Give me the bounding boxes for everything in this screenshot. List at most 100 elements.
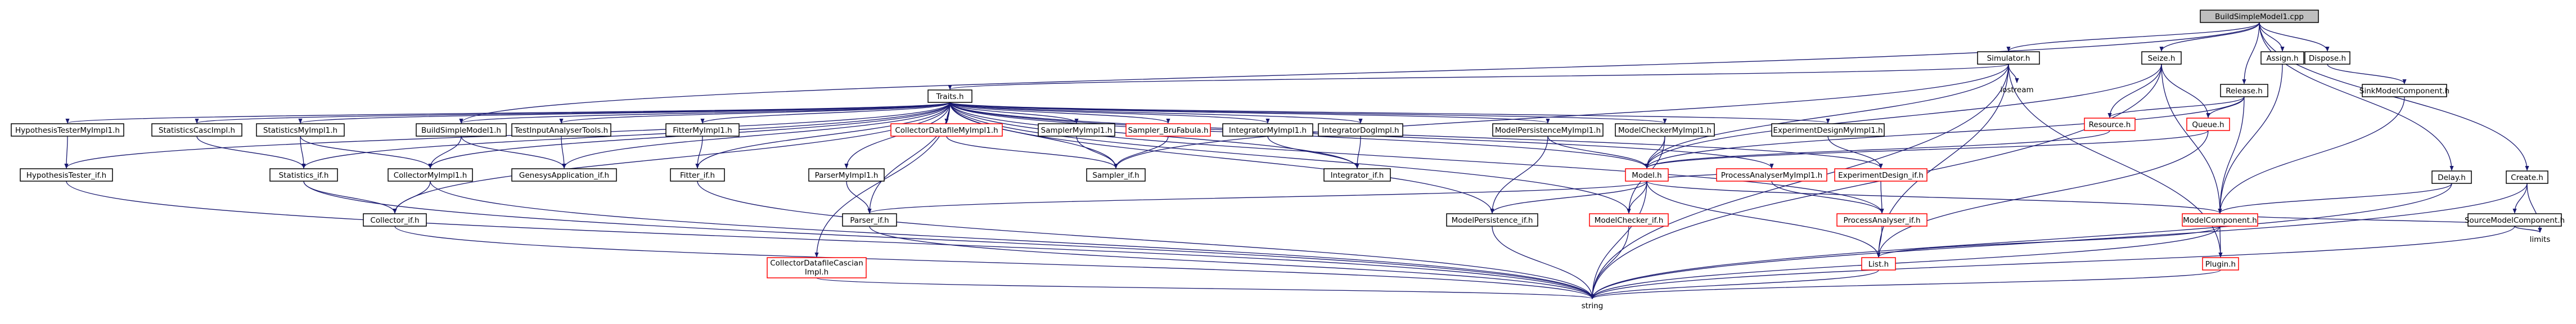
node-label: Fitter_if.h [680, 171, 715, 180]
node-label: Release.h [2226, 87, 2263, 96]
edge-delay-h-to-modelcomponent-h [2218, 183, 2452, 214]
node-label-line: CollectorDatafileCascian [770, 259, 863, 268]
node-box [2467, 213, 2562, 227]
edge-processanalysermyimpl1-h-to-processanalyser-if-h [1771, 181, 1884, 214]
node-sinkmodelcomponent-h[interactable]: SinkModelComponent.h [2359, 84, 2449, 97]
edge-traits-h-to-buildsimplemodel1-h [459, 102, 951, 124]
node-integrator-if-h[interactable]: Integrator_if.h [1323, 168, 1391, 182]
edge-testinputanalysertools-h-to-genesysapplication-if-h [561, 136, 566, 169]
node-label: ModelComponent.h [2183, 216, 2257, 225]
edge-traits-h-to-samplermyimpl1-h [949, 102, 1079, 124]
node-dispose-h[interactable]: Dispose.h [2304, 51, 2350, 65]
node-resource-h[interactable]: Resource.h [2084, 118, 2136, 131]
node-traits-h[interactable]: Traits.h [927, 89, 972, 103]
edge-traits-h-to-fittermyimpl1-h [700, 102, 951, 124]
node-label: Statistics_if.h [279, 171, 329, 180]
node-statisticscascimpl-h[interactable]: StatisticsCascImpl.h [151, 123, 242, 137]
node-box [1038, 123, 1115, 137]
edge-collectordatafilecascimpl-h-to-string [816, 277, 1595, 299]
node-simulator-h[interactable]: Simulator.h [1977, 51, 2040, 65]
edge-modelcomponent-h-to-string [1590, 226, 2221, 299]
node-modelpersistence-if-h[interactable]: ModelPersistence_if.h [1446, 213, 1538, 227]
node-model-h[interactable]: Model.h [1625, 168, 1669, 182]
node-box [1861, 257, 1896, 271]
edge-modelcomponent-h-to-list-h [1876, 226, 2221, 258]
node-label: GenesysApplication_if.h [519, 171, 609, 180]
node-genesysapplication-if-h[interactable]: GenesysApplication_if.h [511, 168, 617, 182]
edge-traits-h-to-integratordogimpl-h [949, 102, 1363, 124]
node-collector-if-h[interactable]: Collector_if.h [363, 213, 427, 227]
node-label: ExperimentDesign_if.h [1838, 171, 1924, 180]
node-experimentdesignmyimpl1-h[interactable]: ExperimentDesignMyImpl1.h [1771, 123, 1885, 137]
edge-model-h-to-parser-if-h [867, 181, 1647, 214]
node-list-h[interactable]: List.h [1861, 257, 1896, 271]
node-processanalysermyimpl1-h[interactable]: ProcessAnalyserMyImpl1.h [1716, 168, 1827, 182]
node-box [511, 123, 611, 137]
node-experimentdesign-if-h[interactable]: ExperimentDesign_if.h [1834, 168, 1928, 182]
node-modelcomponent-h[interactable]: ModelComponent.h [2182, 213, 2258, 227]
node-assign-h[interactable]: Assign.h [2260, 51, 2304, 65]
node-modelchecker-if-h[interactable]: ModelChecker_if.h [1589, 213, 1669, 227]
node-delay-h[interactable]: Delay.h [2431, 170, 2472, 184]
node-sampler-bofabula-h[interactable]: Sampler_BruFabula.h [1125, 123, 1211, 137]
node-label: Seize.h [2148, 54, 2176, 63]
node-parsermyimpl1-h[interactable]: ParserMyImpl1.h [808, 168, 885, 182]
node-box [1834, 168, 1928, 182]
edge-delay-h-to-string [1590, 183, 2452, 299]
node-box [2304, 51, 2350, 65]
node-modelcheckermyimpl1-h[interactable]: ModelCheckerMyImpl1.h [1615, 123, 1715, 137]
node-box [2431, 170, 2472, 184]
node-integratordogimpl-h[interactable]: IntegratorDogImpl.h [1318, 123, 1403, 137]
edge-traits-h-to-experimentdesign-if-h [949, 102, 1883, 169]
node-fitter-if-h[interactable]: Fitter_if.h [670, 168, 725, 182]
node-box [1323, 168, 1391, 182]
node-plugin-h[interactable]: Plugin.h [2202, 257, 2239, 271]
node-queue-h[interactable]: Queue.h [2186, 118, 2230, 131]
node-label: Dispose.h [2309, 54, 2346, 63]
node-processanalyser-if-h[interactable]: ProcessAnalyser_if.h [1836, 213, 1928, 227]
node-label: SinkModelComponent.h [2359, 87, 2449, 96]
edge-traits-h-to-hypothesistester-if-h [64, 102, 951, 169]
node-buildsimplemodel1-cpp[interactable]: BuildSimpleModel1.cpp [2200, 10, 2319, 23]
edge-traits-h-to-modelcheckermyimpl1-h [949, 102, 1667, 124]
node-collectormyimpl1-h[interactable]: CollectorMyImpl1.h [388, 168, 473, 182]
edge-buildsimplemodel1-cpp-to-seize-h [2159, 22, 2260, 52]
node-statistics-if-h[interactable]: Statistics_if.h [269, 168, 338, 182]
node-box [890, 123, 1003, 137]
node-label: TestInputAnalyserTools.h [514, 126, 608, 135]
node-label: ProcessAnalyser_if.h [1843, 216, 1920, 225]
node-buildsimplemodel1-h[interactable]: BuildSimpleModel1.h [416, 123, 507, 137]
node-seize-h[interactable]: Seize.h [2141, 51, 2182, 65]
edges-layer [64, 22, 2542, 299]
node-sampler-if-h[interactable]: Sampler_if.h [1086, 168, 1146, 182]
edge-plugin-h-to-string [1590, 269, 2221, 299]
node-modelpersistencemyimpl1-h[interactable]: ModelPersistenceMyImpl1.h [1492, 123, 1604, 137]
node-integratormyimpl1-h[interactable]: IntegratorMyImpl1.h [1222, 123, 1313, 137]
edge-statisticscascimpl-h-to-statistics-if-h [196, 136, 306, 169]
edge-model-h-to-string [1590, 181, 1647, 299]
edge-list-h-to-string [1590, 269, 1879, 299]
edge-queue-h-to-model-h [1645, 130, 2209, 169]
node-create-h[interactable]: Create.h [2506, 170, 2548, 184]
node-testinputanalysertools-h[interactable]: TestInputAnalyserTools.h [511, 123, 611, 137]
edge-simulator-h-to-model-h [1645, 64, 2009, 169]
node-collectordatafilemyimpl1-h[interactable]: CollectorDatafileMyImpl1.h [890, 123, 1003, 137]
node-box [767, 257, 867, 278]
node-sourcemodelcomponent-h[interactable]: SourceModelComponent.h [2465, 213, 2565, 227]
node-box [1492, 123, 1604, 137]
edge-traits-h-to-collector-if-h [393, 102, 951, 214]
node-hypothesistester-if-h[interactable]: HypothesisTester_if.h [20, 168, 113, 182]
node-hypothesistestermyimpl1-h[interactable]: HypothesisTesterMyImpl1.h [11, 123, 124, 137]
node-statisticsmyimpl1-h[interactable]: StatisticsMyImpl1.h [256, 123, 345, 137]
edge-collectordatafilemyimpl1-h-to-sampler-if-h [946, 136, 1118, 169]
edge-resource-h-to-model-h [1645, 130, 2110, 169]
node-release-h[interactable]: Release.h [2220, 84, 2268, 97]
node-box [665, 123, 740, 137]
node-samplermyimpl1-h[interactable]: SamplerMyImpl1.h [1038, 123, 1115, 137]
node-fittermyimpl1-h[interactable]: FitterMyImpl1.h [665, 123, 740, 137]
node-box [2186, 118, 2230, 131]
node-parser-if-h[interactable]: Parser_if.h [842, 213, 897, 227]
